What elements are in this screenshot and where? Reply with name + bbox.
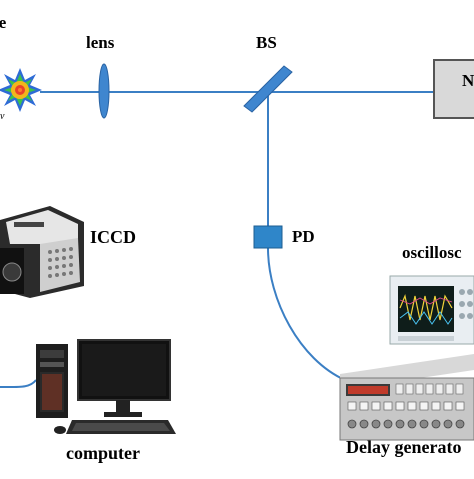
computer-label: computer: [66, 443, 140, 463]
oscilloscope-icon: [389, 275, 474, 345]
right-device-box: [433, 59, 474, 119]
photodiode-icon: [253, 225, 283, 249]
delay-generator-label: Delay generato: [346, 437, 462, 457]
photodiode-label: PD: [292, 227, 315, 246]
delay-generator-icon: [339, 354, 474, 441]
pd-to-delay-cable: [267, 247, 346, 381]
iccd-label: ICCD: [90, 227, 137, 247]
beam-splitter-label: BS: [256, 33, 277, 52]
computer-icon: [36, 339, 176, 434]
sample-label: le: [0, 13, 7, 32]
iccd-camera-icon: [0, 206, 84, 298]
lens-label: lens: [86, 33, 115, 52]
oscilloscope-label: oscillosc: [402, 243, 462, 262]
small-note-label: v: [0, 111, 5, 122]
right-device-label: N: [462, 71, 474, 90]
plasma-spark-icon: [0, 68, 42, 112]
lens-icon: [98, 63, 110, 119]
computer-cable: [0, 379, 37, 389]
beam-splitter-icon: [243, 65, 293, 113]
